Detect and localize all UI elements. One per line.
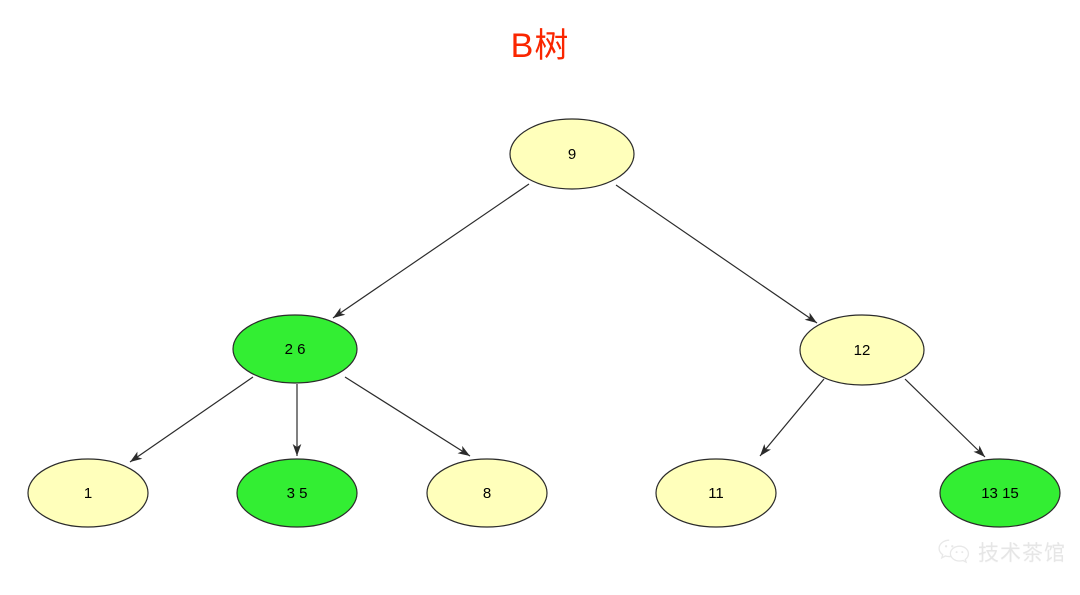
- node-ellipse: [27, 458, 149, 528]
- node-label: 2 6: [285, 341, 306, 358]
- node-label: 8: [483, 485, 491, 502]
- node-label: 12: [854, 342, 871, 359]
- node-ellipse: [232, 314, 358, 384]
- node-ellipse: [509, 118, 635, 190]
- tree-edge-n26-n1: [129, 376, 254, 463]
- node-label: 1: [84, 485, 92, 502]
- nodes-layer: 9 2 6 12 1 3 5 8 11 13 15: [27, 118, 1061, 528]
- tree-node-n1315[interactable]: 13 15: [939, 458, 1061, 528]
- node-label: 3 5: [287, 485, 308, 502]
- node-ellipse: [236, 458, 358, 528]
- tree-node-n1[interactable]: 1: [27, 458, 149, 528]
- tree-edge-n9-n26: [332, 183, 530, 319]
- tree-edge-n26-n8: [344, 376, 471, 457]
- node-ellipse: [939, 458, 1061, 528]
- tree-node-n35[interactable]: 3 5: [236, 458, 358, 528]
- tree-edge-n12-n1315: [904, 378, 986, 458]
- tree-node-n26[interactable]: 2 6: [232, 314, 358, 384]
- node-ellipse: [655, 458, 777, 528]
- tree-node-n11[interactable]: 11: [655, 458, 777, 528]
- node-label: 11: [708, 485, 724, 502]
- tree-node-n8[interactable]: 8: [426, 458, 548, 528]
- tree-edge-n9-n12: [615, 184, 818, 324]
- tree-node-n9[interactable]: 9: [509, 118, 635, 190]
- node-label: 9: [568, 146, 576, 163]
- tree-node-n12[interactable]: 12: [799, 314, 925, 386]
- node-label: 13 15: [981, 485, 1019, 502]
- page-title: B树: [510, 27, 570, 65]
- tree-edge-n12-n11: [759, 378, 825, 457]
- node-ellipse: [799, 314, 925, 386]
- node-ellipse: [426, 458, 548, 528]
- edges-layer: [129, 183, 986, 463]
